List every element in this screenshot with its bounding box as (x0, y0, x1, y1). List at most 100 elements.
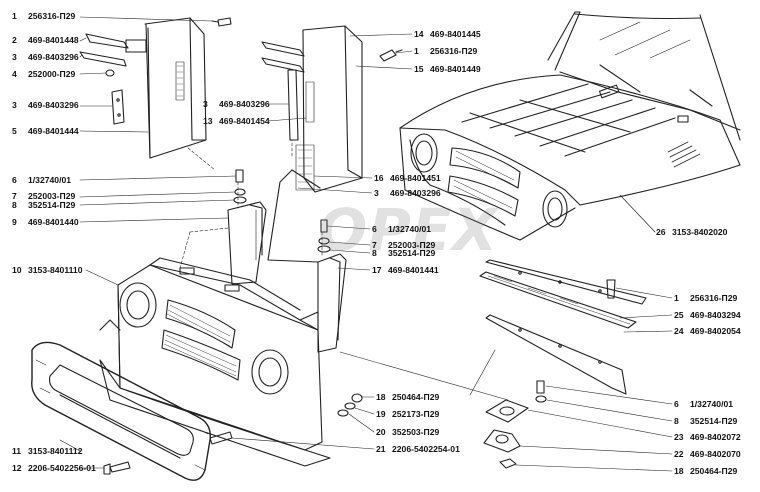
callout-part-code: 352514-П29 (690, 416, 738, 426)
callout-number: 8 (372, 248, 377, 258)
callout-number: 8 (12, 200, 17, 210)
callout-part-code: 2206-5402256-01 (28, 463, 96, 473)
callout-number: 20 (376, 427, 386, 437)
callout-number: 3 (12, 52, 17, 62)
callout-9: 9 469-8401440 (12, 217, 79, 227)
callout-number: 3 (374, 188, 379, 198)
callout-8: 8 352514-П29 (12, 200, 75, 210)
callout-20: 20 352503-П29 (376, 427, 439, 437)
callout-2: 2 469-8401448 (12, 35, 79, 45)
callout-number: 8 (674, 416, 679, 426)
middle-bracket-assembly (179, 25, 403, 353)
callout-15: 15 469-8401449 (414, 64, 481, 74)
callout-1: 1 256316-П29 (12, 11, 75, 21)
callout-3: 3 469-8403296 (12, 100, 79, 110)
callout-number: 22 (674, 449, 684, 459)
callout-number: 1 (674, 293, 679, 303)
callout-21: 21 2206-5402254-01 (376, 444, 460, 454)
callout-number: 17 (372, 265, 382, 275)
callout-part-code: 3153-8402020 (672, 227, 728, 237)
callout-part-code: 469-8401445 (430, 29, 481, 39)
callout-part-code: 469-8401440 (28, 217, 79, 227)
callout-part-code: 3153-8401112 (28, 446, 83, 456)
callout-number: 15 (414, 64, 424, 74)
callout-part-code: 252173-П29 (392, 409, 440, 419)
callout-number: 10 (12, 265, 22, 275)
callout-8: 8 352514-П29 (674, 416, 737, 426)
callout-number: 2 (12, 35, 17, 45)
callout-6: 6 1/32740/01 (12, 175, 71, 185)
callout-part-code: 469-8403296 (28, 100, 79, 110)
callout-part-code: 469-8401441 (388, 265, 439, 275)
callout-number: 16 (374, 173, 384, 183)
callout-part-code: 352514-П29 (28, 200, 76, 210)
callout-number: 1 (414, 46, 419, 56)
callout-part-code: 469-8403296 (219, 99, 270, 109)
callout-part-code: 252000-П29 (28, 69, 76, 79)
front-panel (99, 257, 331, 467)
callout-3: 3 469-8403296 (203, 99, 270, 109)
callout-number: 1 (12, 11, 17, 21)
callout-part-code: 352514-П29 (388, 248, 436, 258)
callout-number: 6 (372, 224, 377, 234)
callout-number: 9 (12, 217, 17, 227)
callout-part-code: 352503-П29 (392, 427, 440, 437)
seal-strips (479, 259, 647, 395)
callout-leaders (59, 16, 673, 472)
callout-part-code: 469-8403296 (28, 52, 79, 62)
callout-number: 25 (674, 310, 684, 320)
callout-part-code: 469-8401451 (390, 173, 441, 183)
callout-part-code: 3153-8401110 (28, 265, 83, 275)
callout-number: 21 (376, 444, 386, 454)
callout-18: 18 250464-П29 (674, 466, 737, 476)
callout-number: 3 (12, 100, 17, 110)
callout-number: 7 (372, 240, 377, 250)
callout-part-code: 1/32740/01 (690, 399, 734, 409)
callout-number: 6 (12, 175, 17, 185)
callout-part-code: 469-8401448 (28, 35, 79, 45)
callout-part-code: 256316-П29 (28, 11, 76, 21)
callout-1: 1 256316-П29 (414, 46, 477, 56)
callout-number: 23 (674, 432, 684, 442)
callout-part-code: 1/32740/01 (28, 175, 72, 185)
callout-part-code: 469-8401454 (219, 116, 270, 126)
callout-part-code: 469-8401444 (28, 126, 79, 136)
callout-part-code: 252003-П29 (28, 191, 76, 201)
callout-number: 13 (203, 116, 213, 126)
callout-17: 17 469-8401441 (372, 265, 439, 275)
callout-part-code: 469-8403294 (690, 310, 741, 320)
callout-12: 12 2206-5402256-01 (12, 463, 96, 473)
callout-part-code: 252003-П29 (388, 240, 436, 250)
callout-number: 26 (656, 227, 666, 237)
callout-part-code: 469-8401449 (430, 64, 481, 74)
callout-part-code: 250464-П29 (690, 466, 738, 476)
callout-16: 16 469-8401451 (374, 173, 441, 183)
callout-part-code: 256316-П29 (430, 46, 478, 56)
callout-7: 7 252003-П29 (372, 240, 435, 250)
callout-number: 3 (203, 99, 208, 109)
callout-3: 3 469-8403296 (12, 52, 79, 62)
callout-8: 8 352514-П29 (372, 248, 435, 258)
grille-frame (31, 341, 211, 481)
callout-number: 24 (674, 326, 684, 336)
callout-10: 10 3153-8401110 (12, 265, 83, 275)
left-bracket-assembly (79, 17, 232, 171)
callout-number: 18 (674, 466, 684, 476)
callout-number: 18 (376, 392, 386, 402)
callout-25: 25 469-8403294 (674, 310, 741, 320)
callout-part-code: 2206-5402254-01 (392, 444, 460, 454)
callout-number: 12 (12, 463, 22, 473)
